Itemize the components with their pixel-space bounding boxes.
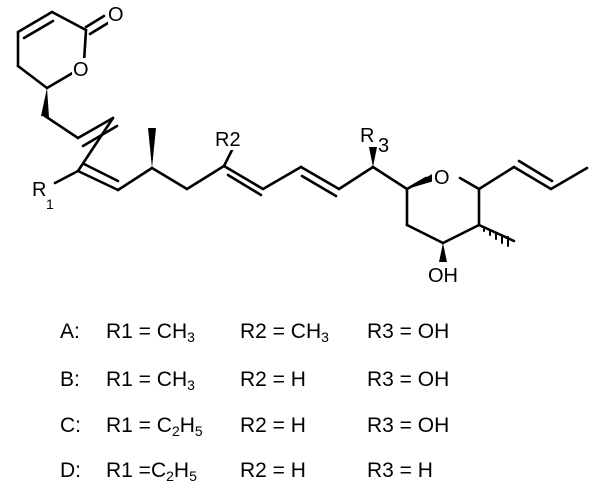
ring-bond-o-c5: [45, 69, 78, 90]
stereo-wedge-oh: [439, 243, 447, 262]
pyran-oxygen-label: O: [434, 167, 450, 189]
legend-row-b: B: R1 = CH3 R2 = H R3 = OH: [0, 366, 596, 394]
propenyl-bond-2-double: [517, 159, 554, 183]
chain-bond-10: [299, 165, 341, 191]
chain-bond-7: [185, 164, 226, 191]
lactone-ring: [16, 10, 110, 117]
r2-value: R2 = CH3: [240, 320, 329, 345]
r2-value: R2 = H: [240, 459, 306, 482]
ring-methyl-bond: [477, 223, 516, 243]
r3-value: R3 = OH: [367, 368, 450, 391]
compound-label: B:: [60, 368, 80, 391]
polyene-chain: [43, 114, 409, 198]
legend-row-a: A: R1 = CH3 R2 = CH3 R3 = OH: [0, 318, 596, 346]
carbonyl-bond-2: [88, 21, 110, 36]
r2-value: R2 = H: [240, 414, 306, 437]
ring-bond-b: [405, 223, 445, 245]
chain-bond-4: [76, 169, 120, 192]
propenyl-bond-2: [512, 165, 553, 191]
chain-bond-9: [261, 165, 303, 191]
hydroxyl-label: OH: [428, 265, 458, 287]
legend-row-c: C: R1 = C2H5 R2 = H R3 = OH: [0, 412, 596, 440]
r1-bond: [53, 169, 80, 185]
chain-bond-10-double: [300, 174, 338, 198]
chain-bond-12: [371, 165, 409, 191]
chain-bond-2: [76, 116, 115, 140]
chain-bond-1: [43, 114, 80, 140]
legend-row-d: D: R1 =C2H5 R2 = H R3 = H: [0, 457, 596, 485]
chain-bond-11: [337, 165, 375, 191]
pyran-ring: [405, 159, 589, 262]
chain-bond-8-double: [226, 173, 263, 197]
r2-bond: [222, 148, 234, 168]
r3-value: R3 = OH: [367, 320, 450, 343]
propenyl-bond-3: [549, 166, 589, 191]
carbonyl-bond: [84, 14, 106, 29]
propenyl-bond-1: [477, 165, 516, 191]
chain-bond-4-double: [82, 162, 120, 183]
r2-value: R2 = H: [240, 368, 306, 391]
stereo-wedge-methyl: [148, 128, 156, 168]
r1-label: R: [32, 179, 46, 201]
ring-bond-c3-c2-double: [22, 19, 55, 40]
ring-bond-c2-c1: [50, 10, 88, 32]
compound-label: D:: [60, 459, 81, 482]
r1-value: R1 =C2H5: [106, 459, 197, 484]
ring-bond-c3-c2: [16, 10, 54, 34]
chemical-structure: O O R 1 R2 R 3 O OH: [16, 3, 589, 287]
ring-bond-f: [405, 176, 428, 191]
r3-value: R3 = OH: [367, 414, 450, 437]
r1-subscript: 1: [46, 196, 54, 212]
r1-value: R1 = C2H5: [106, 414, 203, 439]
ring-bond-c1-o: [82, 28, 88, 64]
ring-oxygen-label: O: [73, 59, 89, 81]
r3-subscript: 3: [378, 135, 389, 157]
chain-bond-6: [150, 166, 189, 191]
atom-labels: O O R 1 R2 R 3 O OH: [32, 3, 458, 287]
r1-value: R1 = CH3: [106, 368, 195, 393]
r2-label: R2: [215, 129, 241, 151]
chain-bond-5: [116, 166, 154, 192]
ring-bond-e: [458, 176, 481, 191]
r3-value: R3 = H: [367, 459, 433, 482]
stereo-wedge-c5: [41, 88, 49, 117]
ring-bond-c5-c4: [16, 64, 49, 90]
stereo-wedge-r3: [369, 147, 377, 167]
compound-label: A:: [60, 320, 80, 343]
chain-bond-3: [76, 116, 115, 173]
r3-label: R: [360, 125, 374, 147]
ring-bond-c: [441, 223, 481, 245]
r1-value: R1 = CH3: [106, 320, 195, 345]
chain-bond-8: [222, 164, 265, 191]
carbonyl-oxygen-label: O: [108, 4, 124, 26]
compound-label: C:: [60, 414, 81, 437]
